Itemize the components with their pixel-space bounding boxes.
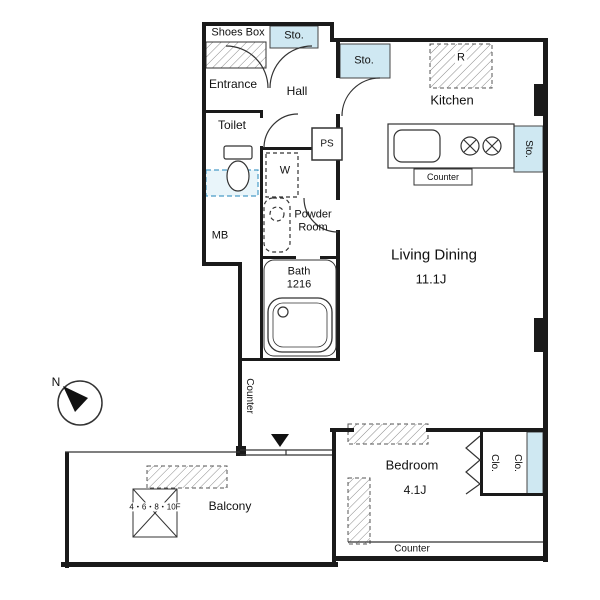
pillar-top-right: [534, 84, 548, 116]
closet-2-label: Clo.: [511, 454, 523, 472]
kitchen-door-arc: [341, 77, 381, 117]
closet-back-area: [526, 431, 544, 495]
hall-counter-label: Counter: [243, 378, 255, 414]
kitchen-counter-label: Counter: [426, 171, 460, 182]
meter-box-label: MB: [211, 229, 229, 242]
counter-label-box: [413, 168, 473, 186]
kitchen-storage-area: [339, 43, 391, 79]
hatch-floors-label: 4・6・8・10F: [127, 502, 183, 512]
bathtub-icon: [263, 259, 337, 357]
hall-label: Hall: [286, 84, 308, 99]
refrigerator-area: [429, 43, 493, 89]
side-storage-label: Sto.: [522, 140, 534, 158]
bath-label: Bath 1216: [284, 265, 314, 291]
powder-room-door-arc: [303, 197, 339, 233]
bedroom-counter-label: Counter: [394, 543, 430, 555]
closet-1-label: Clo.: [488, 454, 500, 472]
hatched-areas: [146, 41, 493, 545]
walls: [61, 22, 548, 568]
pillar-mid-right: [534, 318, 548, 352]
stove-icon: [460, 136, 502, 156]
washer-icon: [265, 152, 299, 198]
vanity-icon: [263, 197, 291, 253]
powder-room-line2: Room: [298, 221, 328, 233]
pipe-space-label: PS: [320, 138, 334, 150]
kitchen-storage-label: Sto.: [354, 54, 374, 67]
closet-folding-door-icon: [465, 435, 481, 495]
bath-line1: Bath: [287, 265, 311, 278]
living-dining-label: Living Dining: [391, 246, 477, 264]
entrance-storage-label: Sto.: [284, 29, 304, 42]
powder-room-label: Powder Room: [294, 208, 331, 233]
window-lines: [65, 449, 543, 543]
balcony-unit-area: [146, 465, 228, 489]
pipe-space-box: [311, 127, 343, 161]
powder-room-line1: Powder: [294, 208, 332, 221]
entrance-label: Entrance: [208, 77, 258, 92]
sliding-door-area: [347, 423, 429, 445]
bedroom-shelf-area: [347, 477, 371, 545]
compass-north-label: N: [51, 375, 61, 390]
toilet-door-arc: [263, 113, 299, 149]
balcony-label: Balcony: [208, 499, 252, 514]
shoes-box-area: [205, 41, 267, 69]
escape-hatch-icon: [132, 488, 178, 538]
shoes-box-label: Shoes Box: [209, 26, 267, 40]
toilet-label: Toilet: [217, 118, 247, 133]
entrance-door-arc: [225, 45, 269, 89]
door-arcs: [225, 45, 481, 495]
compass-icon: [57, 380, 103, 426]
pillar-balcony-corner: [236, 446, 246, 456]
storage-door-arc: [269, 45, 313, 89]
bath-line2: 1216: [286, 278, 312, 290]
side-storage-area: [513, 125, 544, 173]
bedroom-size-label: 4.1J: [403, 483, 427, 498]
washer-label: W: [277, 164, 293, 178]
refrigerator-label: R: [455, 51, 467, 65]
fixtures: [57, 123, 515, 538]
kitchen-counter-icon: [387, 123, 515, 186]
balcony-door-marker-icon: [271, 434, 289, 447]
bedroom-label: Bedroom: [385, 457, 439, 473]
kitchen-label: Kitchen: [430, 92, 474, 108]
kitchen-sink-icon: [393, 129, 441, 163]
toilet-icon: [223, 145, 253, 192]
living-dining-size-label: 11.1J: [415, 271, 447, 287]
